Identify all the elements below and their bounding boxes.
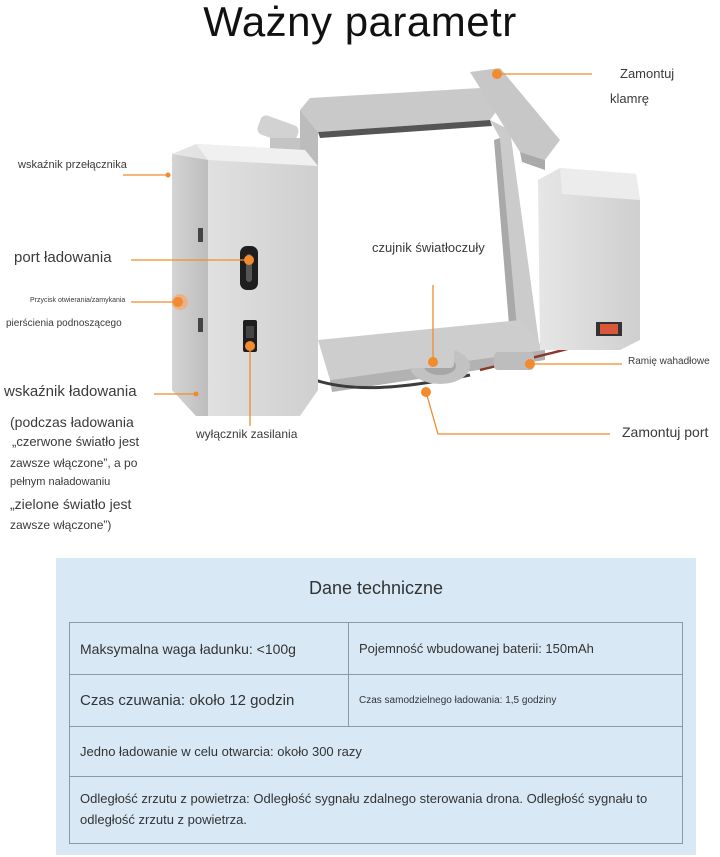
spec-max-load: Maksymalna waga ładunku: <100g	[80, 640, 296, 657]
table-row: Jedno ładowanie w celu otwarcia: około 3…	[70, 727, 682, 777]
label-mount-clasp-1: Zamontuj	[620, 66, 675, 81]
spec-standby: Czas czuwania: około 12 godzin	[80, 692, 295, 709]
clasp	[470, 68, 560, 160]
note-line-5: „zielone światło jest	[10, 496, 132, 512]
spec-battery: Pojemność wbudowanej baterii: 150mAh	[348, 623, 682, 674]
table-row: Odległość zrzutu z powietrza: Odległość …	[70, 777, 682, 843]
label-mount-port: Zamontuj port	[622, 424, 709, 440]
note-line-6: zawsze włączone”)	[10, 518, 112, 532]
specs-panel: Dane techniczne Maksymalna waga ładunku:…	[56, 558, 696, 855]
page-title: Ważny parametr	[203, 0, 517, 45]
note-line-4: pełnym naładowaniu	[10, 476, 111, 488]
frame-top-bar	[300, 88, 500, 132]
specs-title: Dane techniczne	[308, 578, 444, 598]
label-swing-arm: Ramię wahadłowe	[628, 356, 710, 367]
frame-right-arm	[490, 120, 540, 360]
label-lifting-ring: pierścienia podnoszącego	[6, 318, 122, 329]
charging-indicator-led	[198, 318, 203, 332]
table-row: Czas czuwania: około 12 godzin Czas samo…	[70, 675, 682, 727]
note-line-2: „czerwone światło jest	[12, 434, 140, 449]
label-switch-indicator: wskaźnik przełącznika	[18, 159, 127, 171]
spec-opens-per-charge: Jedno ładowanie w celu otwarcia: około 3…	[80, 744, 362, 759]
label-open-close-button: Przycisk otwierania/zamykania	[30, 297, 126, 304]
spec-charge-time: Czas samodzielnego ładowania: 1,5 godzin…	[348, 675, 682, 726]
spec-drop-distance: Odległość zrzutu z powietrza: Odległość …	[80, 791, 648, 827]
callout-lines	[123, 69, 622, 435]
note-line-1: (podczas ładowania	[10, 414, 134, 430]
label-power-switch: wyłącznik zasilania	[196, 427, 298, 441]
specs-table: Maksymalna waga ładunku: <100g Pojemność…	[69, 622, 683, 844]
label-light-sensor: czujnik światłoczuły	[372, 240, 485, 255]
right-box	[538, 168, 640, 350]
note-line-3: zawsze włączone”, a po	[10, 456, 138, 470]
table-row: Maksymalna waga ładunku: <100g Pojemność…	[70, 623, 682, 675]
label-charging-indicator: wskaźnik ładowania	[4, 383, 137, 400]
label-charging-port: port ładowania	[14, 249, 112, 266]
label-mount-clasp-2: klamrę	[610, 91, 650, 106]
product-figure: Zamontuj klamrę wskaźnik przełącznika po…	[0, 50, 720, 550]
switch-indicator-led	[198, 228, 203, 242]
device-illustration	[123, 68, 640, 435]
